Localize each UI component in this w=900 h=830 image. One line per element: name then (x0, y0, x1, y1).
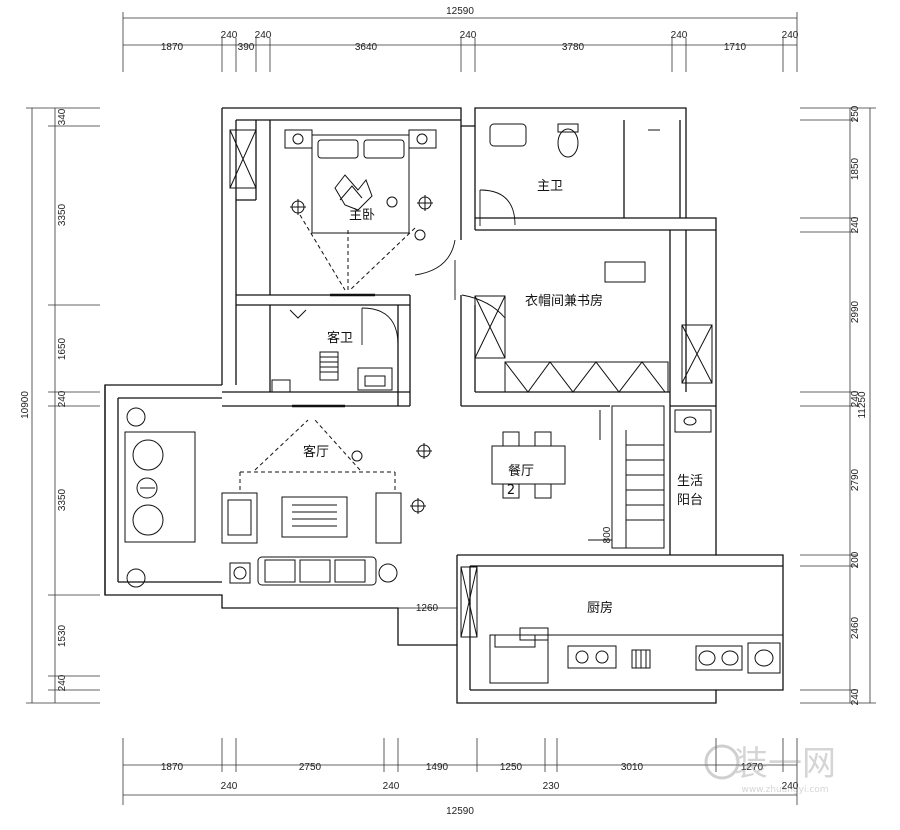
left-dim-5: 3350 (57, 488, 68, 511)
right-dim-4: 2990 (850, 300, 861, 323)
staircase (588, 405, 665, 549)
bottom-dim-9: 1270 (741, 762, 764, 773)
top-dim-5: 3640 (355, 42, 378, 53)
left-dim-3: 1650 (57, 337, 68, 360)
bottom-total-dim: 12590 (446, 806, 474, 817)
top-dim-1: 1870 (161, 42, 184, 53)
right-dim-1: 250 (850, 105, 861, 122)
bottom-dim-2: 240 (221, 781, 238, 792)
top-dim-10: 240 (782, 30, 799, 41)
ceiling-light-icon (290, 195, 433, 241)
watermark: 装一网 www.zhuangyi.com (704, 744, 836, 795)
top-dim-7: 3780 (562, 42, 585, 53)
top-total-dim: 12590 (446, 6, 474, 17)
room-master-bath: 主卫 (537, 179, 563, 194)
windows (229, 129, 713, 638)
left-dim-4: 240 (57, 390, 68, 407)
watermark-brand: 装一网 (734, 744, 836, 784)
living-light-icon (351, 443, 432, 514)
bottom-dim-3: 2750 (299, 762, 322, 773)
side-sofa (124, 431, 196, 543)
left-dim-7: 240 (57, 674, 68, 691)
top-dim-3: 390 (238, 42, 255, 53)
left-dim-1: 340 (57, 108, 68, 125)
bottom-dim-5: 1490 (426, 762, 449, 773)
room-labels: 主卧 主卫 衣帽间兼书房 客卫 客厅 餐厅 2 生活 阳台 厨房 (303, 179, 703, 616)
guest-bath-radiator (319, 351, 339, 381)
room-utility-balcony-1: 生活 (677, 474, 703, 489)
right-dim-6: 2790 (850, 468, 861, 491)
room-utility-balcony-2: 阳台 (677, 493, 703, 508)
walls (104, 107, 784, 704)
wardrobe-cabinet (474, 261, 669, 393)
bottom-dim-6: 1250 (500, 762, 523, 773)
dimension-labels: 12590 1870 240 390 240 3640 240 3780 240… (20, 6, 868, 817)
left-total-dim: 10900 (20, 391, 31, 419)
room-guest-bath: 客卫 (327, 330, 353, 346)
dimension-lines (26, 12, 876, 805)
right-dim-3: 240 (850, 216, 861, 233)
room-dining-sub: 2 (507, 483, 515, 498)
bottom-dim-8: 3010 (621, 762, 644, 773)
top-dim-6: 240 (460, 30, 477, 41)
left-dim-2: 3350 (57, 203, 68, 226)
bottom-dim-10: 240 (782, 781, 799, 792)
room-master-bedroom: 主卧 (349, 208, 375, 223)
bottom-dim-7: 230 (543, 781, 560, 792)
room-living: 客厅 (303, 444, 329, 460)
top-dim-4: 240 (255, 30, 272, 41)
bottom-dim-1: 1870 (161, 762, 184, 773)
master-bed (311, 134, 410, 234)
room-kitchen: 厨房 (587, 600, 613, 616)
furniture (124, 123, 783, 684)
right-dim-7: 200 (850, 551, 861, 568)
doors (361, 189, 516, 346)
room-closet-study: 衣帽间兼书房 (525, 293, 603, 309)
right-dim-8: 2460 (850, 616, 861, 639)
dining-table (491, 445, 566, 485)
right-dim-9: 240 (850, 688, 861, 705)
top-dim-8: 240 (671, 30, 688, 41)
watermark-url: www.zhuangyi.com (741, 785, 828, 795)
top-dim-2: 240 (221, 30, 238, 41)
right-dim-5: 240 (850, 390, 861, 407)
right-dim-2: 1850 (850, 157, 861, 180)
watermark-logo-icon (704, 744, 740, 780)
top-dim-9: 1710 (724, 42, 747, 53)
room-dining: 餐厅 (508, 463, 534, 479)
left-dim-6: 1530 (57, 624, 68, 647)
right-total-dim: 11250 (857, 391, 868, 419)
bottom-dim-4: 240 (383, 781, 400, 792)
stair-dim: 800 (602, 526, 613, 543)
kitchen-gap-dim: 1260 (416, 603, 439, 614)
